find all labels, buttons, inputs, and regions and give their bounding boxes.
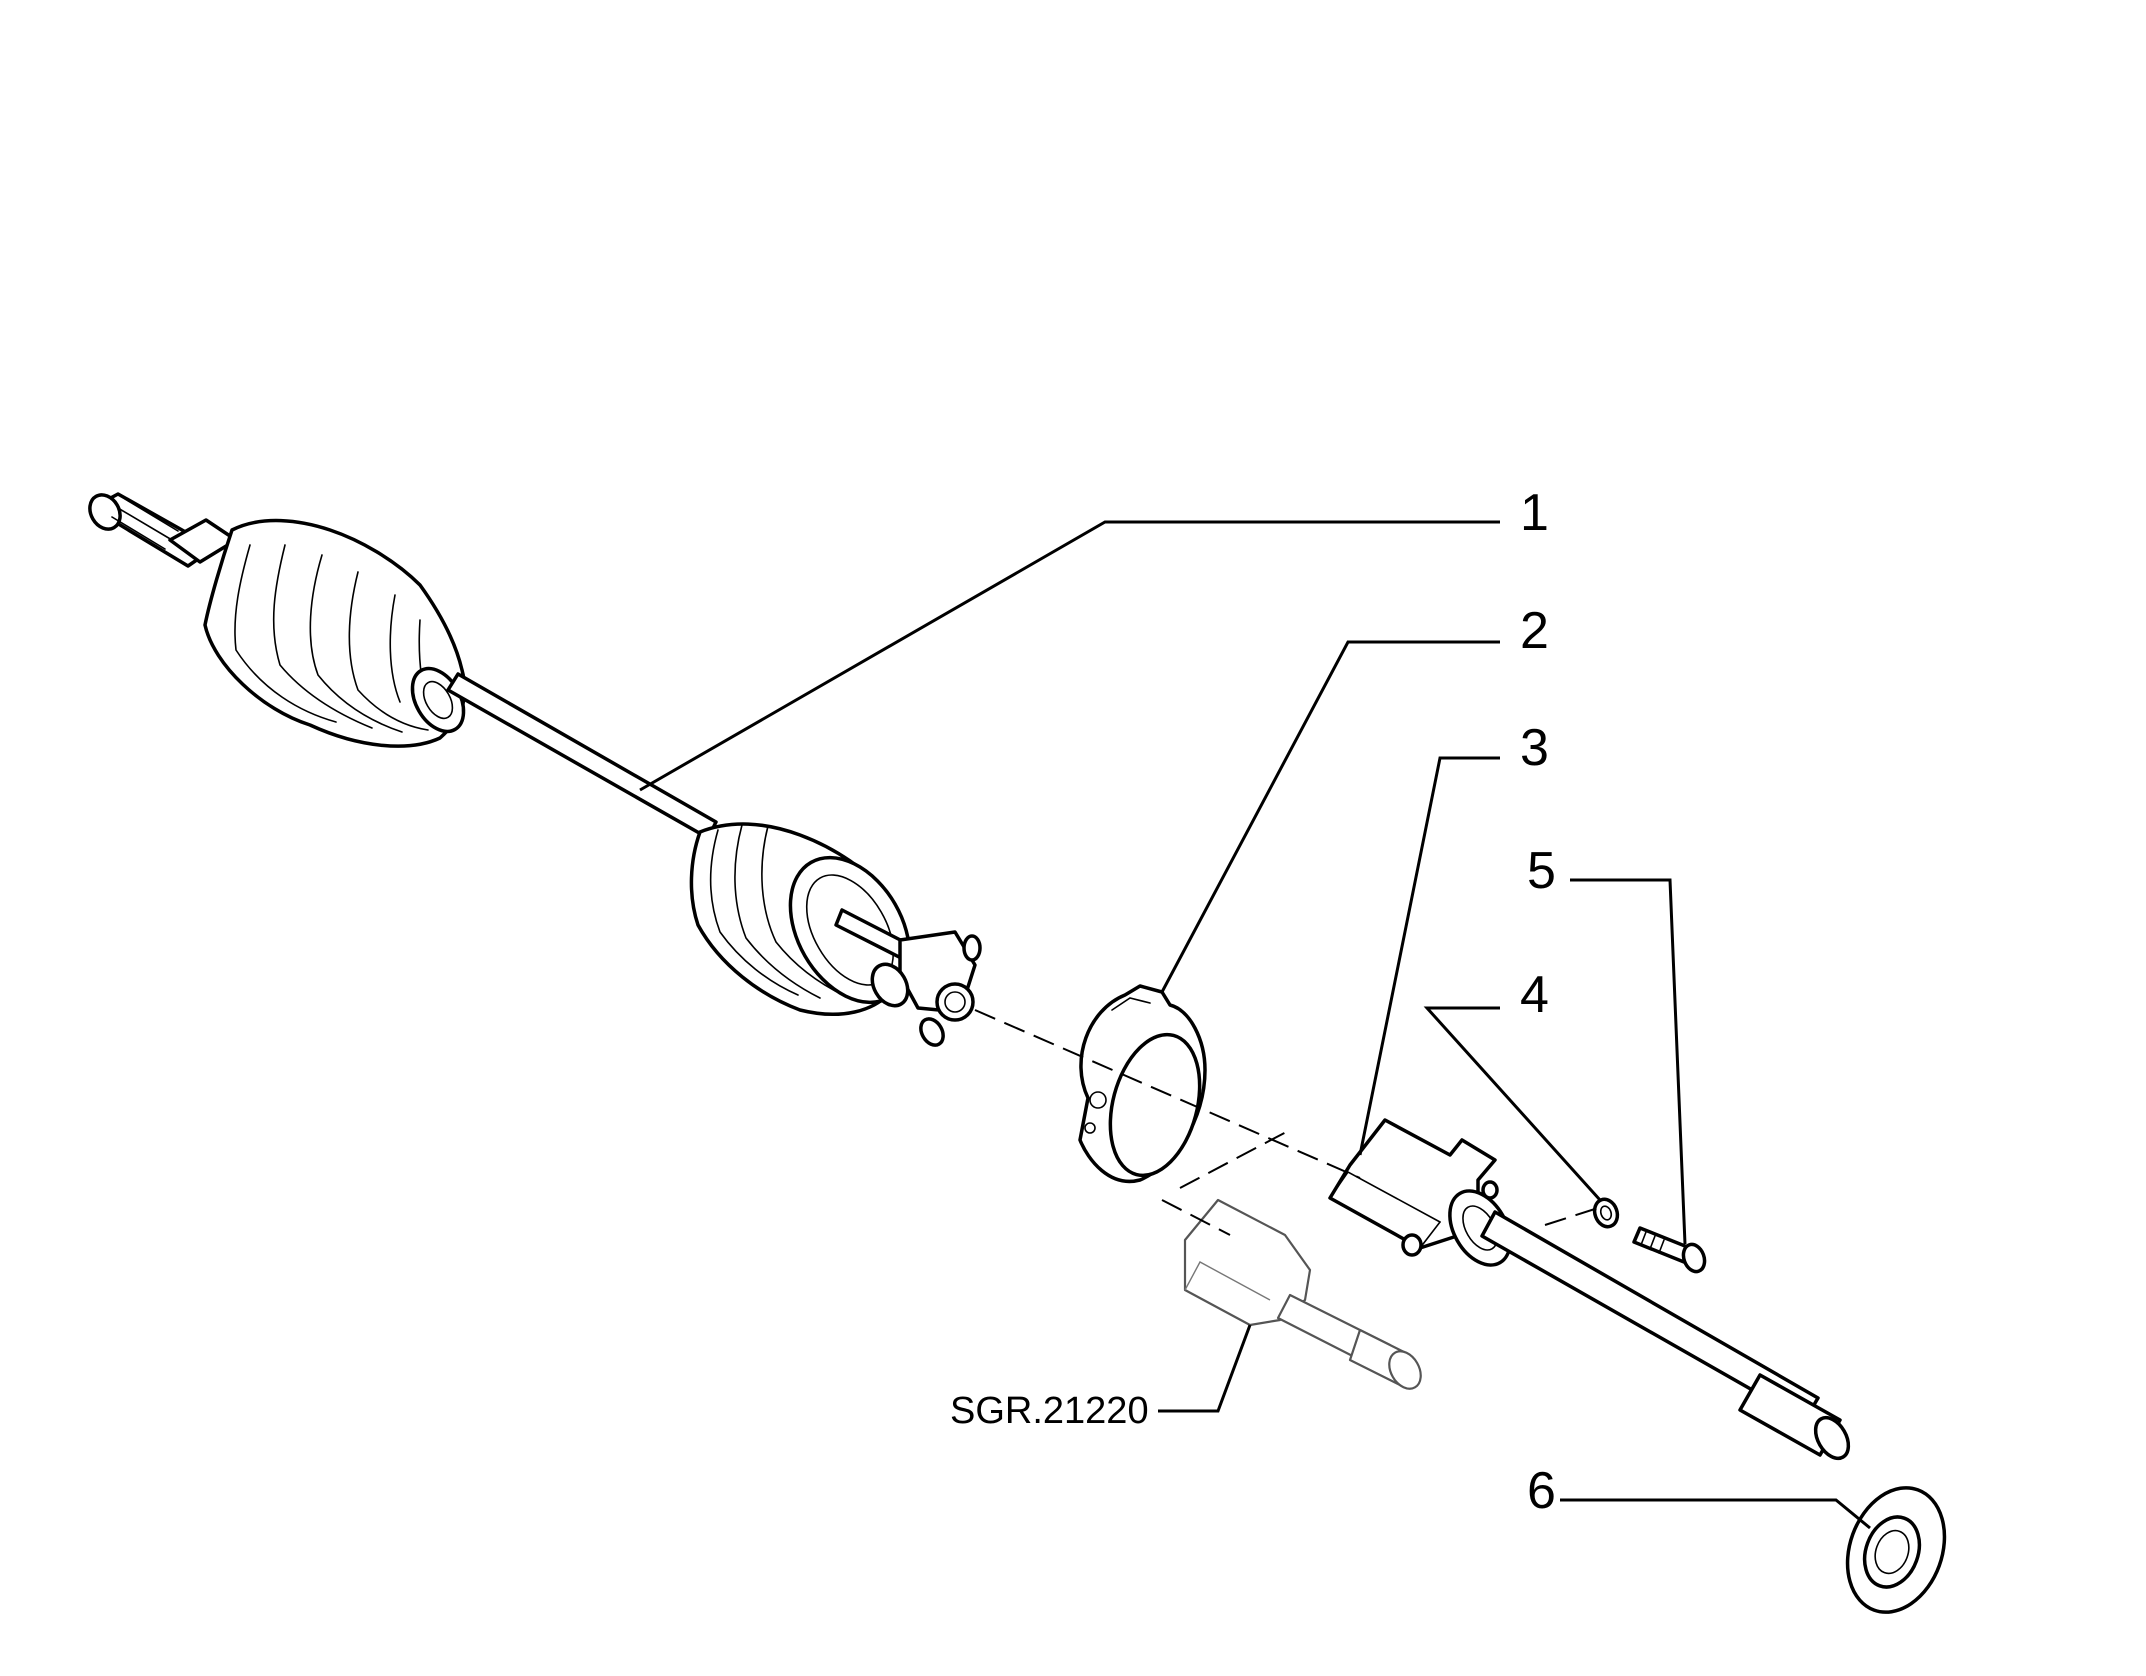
- small-washer: [1592, 1197, 1620, 1229]
- callout-1: 1: [1520, 484, 1549, 542]
- assembly-axis-lines: [974, 1009, 1599, 1236]
- callout-4: 4: [1520, 966, 1549, 1024]
- leader-lines: [639, 520, 1871, 1530]
- outer-cv-boot: [203, 518, 467, 748]
- half-shaft-bar: [446, 672, 718, 840]
- reference-code: SGR.21220: [950, 1390, 1149, 1432]
- inner-joint-housing: [1328, 1118, 1851, 1461]
- callout-2: 2: [1520, 602, 1549, 660]
- bolt: [1632, 1226, 1707, 1274]
- outer-spline-stub: [88, 492, 238, 568]
- clamp-ring: [1078, 984, 1207, 1184]
- dust-seal: [1845, 1486, 1947, 1614]
- callout-labels: 1 2 3 5 4 6 SGR.21220: [950, 484, 1556, 1520]
- reference-joint-housing: [1183, 1198, 1422, 1390]
- callout-5: 5: [1527, 842, 1556, 900]
- tripod-joint: [834, 908, 982, 1047]
- callout-6: 6: [1527, 1462, 1556, 1520]
- drive-shaft-assembly: [88, 492, 982, 1047]
- callout-3: 3: [1520, 719, 1549, 777]
